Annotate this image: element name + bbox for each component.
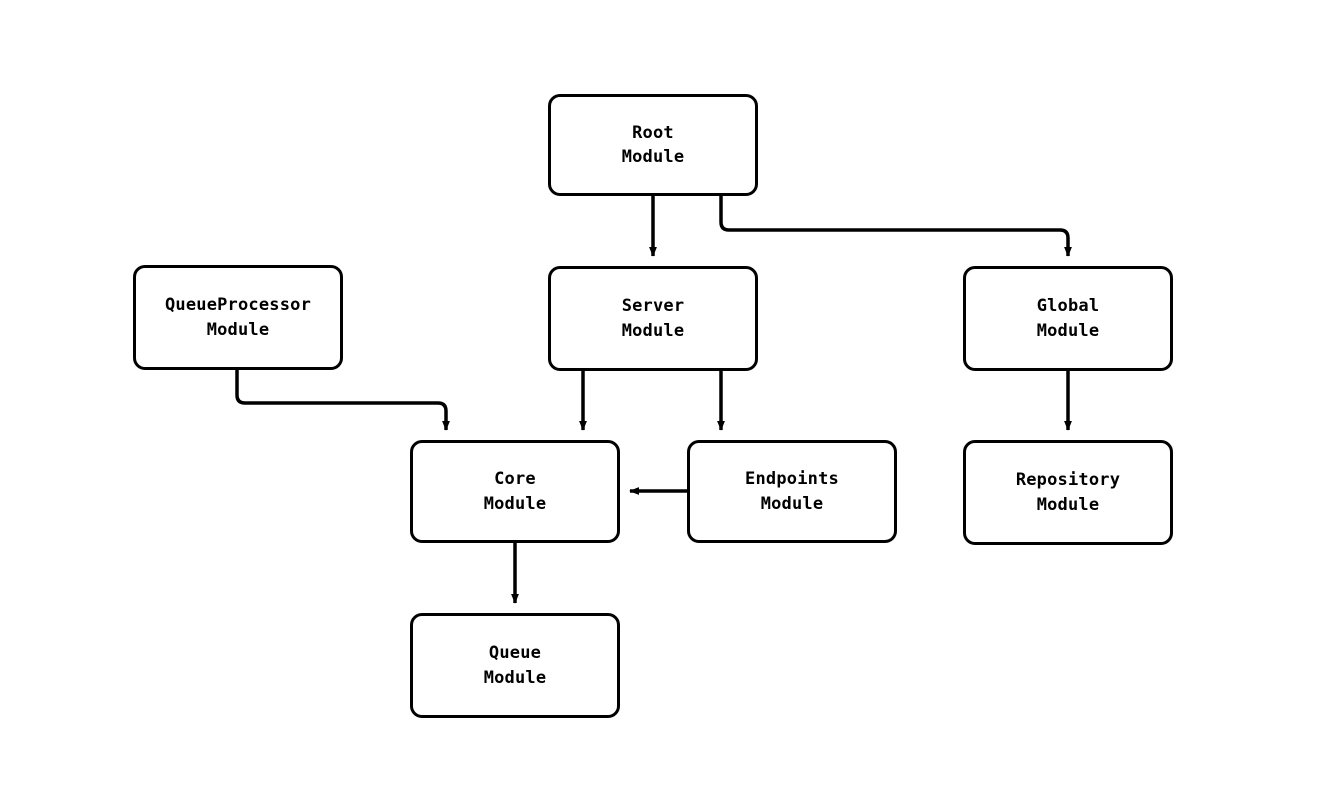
node-label-line2: Module: [621, 147, 685, 167]
node-endpoints-module[interactable]: Endpoints Module: [687, 440, 897, 543]
node-queueprocessor-module[interactable]: QueueProcessor Module: [133, 265, 343, 370]
node-label-line2: Module: [760, 493, 824, 514]
node-label-line2: Module: [1036, 494, 1100, 515]
node-label-line2: Module: [621, 320, 685, 341]
node-server-module[interactable]: Server Module: [548, 266, 758, 371]
node-core-module[interactable]: Core Module: [410, 440, 620, 543]
node-label-line2: Module: [206, 319, 270, 340]
node-repository-module[interactable]: Repository Module: [963, 440, 1173, 545]
node-label-line2: Module: [483, 667, 547, 688]
node-label-line1: QueueProcessor: [164, 295, 312, 316]
edge-queueprocessor-to-core: [235, 370, 450, 431]
node-label-line1: Core: [494, 469, 536, 490]
node-label-line1: Repository: [1015, 470, 1121, 491]
node-label-line2: Module: [483, 493, 547, 514]
node-label-line1: Global: [1036, 296, 1100, 317]
node-root-module[interactable]: Root Module: [548, 94, 758, 196]
node-label-line1: Queue: [488, 643, 542, 664]
node-label-line1: Server: [621, 296, 685, 317]
node-queue-module[interactable]: Queue Module: [410, 613, 620, 718]
node-label-line1: Endpoints: [745, 469, 839, 490]
node-global-module[interactable]: Global Module: [963, 266, 1173, 371]
node-label-line2: Module: [1036, 320, 1100, 341]
node-label-line1: Root: [632, 122, 674, 143]
edge-root-to-global: [719, 196, 1072, 257]
